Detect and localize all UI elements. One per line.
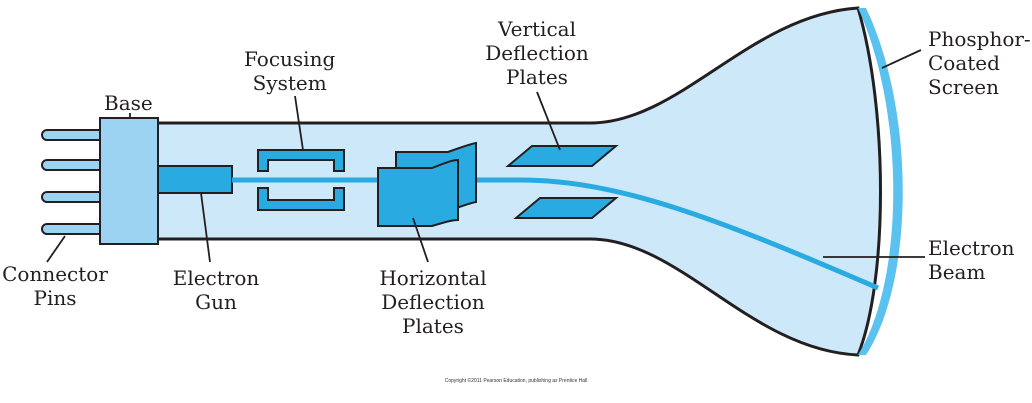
label-electron-gun: Electron Gun <box>172 266 260 314</box>
label-phosphor-coated-screen: Phosphor- Coated Screen <box>928 27 1031 99</box>
leader-lines <box>46 49 925 263</box>
label-vertical-deflection-plates: Vertical Deflection Plates <box>485 17 589 89</box>
focusing-system <box>257 149 345 211</box>
label-connector-pins: Connector Pins <box>2 262 108 310</box>
label-electron-beam: Electron Beam <box>928 236 1015 284</box>
copyright-notice: Copyright ©2011 Pearson Education, publi… <box>444 378 588 384</box>
label-horizontal-deflection-plates: Horizontal Deflection Plates <box>379 266 487 338</box>
horizontal-deflection-plates <box>377 141 477 227</box>
label-base: Base <box>104 91 153 115</box>
electron-gun <box>157 165 233 194</box>
base-block <box>99 117 159 245</box>
vertical-deflection-plates <box>505 145 619 219</box>
electron-beam <box>232 177 879 291</box>
label-focusing-system: Focusing System <box>244 47 336 95</box>
phosphor-screen <box>858 8 903 355</box>
connector-pins <box>41 129 105 235</box>
